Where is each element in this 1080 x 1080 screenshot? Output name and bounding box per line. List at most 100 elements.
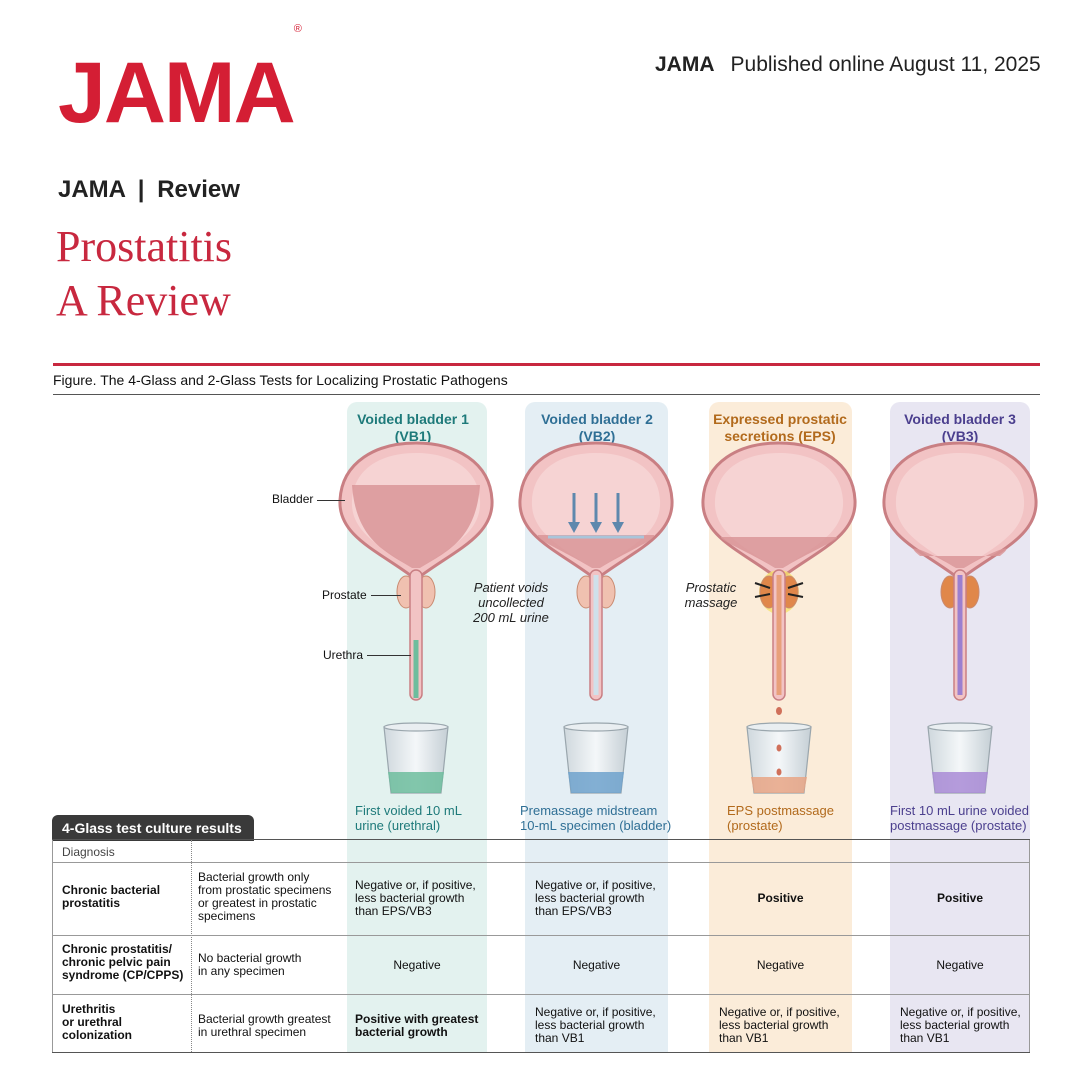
caption-line: First 10 mL urine voided (890, 803, 1029, 818)
cell-vb2: Negative (572, 958, 621, 972)
callout-line: uncollected (478, 595, 544, 610)
figure-caption: Figure. The 4-Glass and 2-Glass Tests fo… (53, 372, 508, 388)
cell-line: bacterial growth (355, 1025, 448, 1039)
caption-line: EPS postmassage (727, 803, 834, 818)
label-urethra: Urethra (323, 648, 364, 662)
massage-arrow (787, 593, 804, 598)
specimen-fluid (932, 772, 988, 793)
section-label: JAMA | Review (58, 176, 240, 204)
cell-line: than EPS/VB3 (355, 904, 432, 918)
callout-patient-voids: Patient voids uncollected 200 mL urine (456, 580, 566, 625)
cell-line: in urethral specimen (198, 1025, 307, 1039)
cell-line: syndrome (CP/CPPS) (62, 968, 184, 982)
article-title: Prostatitis A Review (56, 220, 232, 328)
cell-line: Negative or, if positive, (535, 878, 656, 892)
jama-logo: JAMA® (58, 24, 302, 136)
heading-line: Voided bladder 2 (541, 411, 653, 427)
cell-vb2: Negative or, if positive,less bacterial … (535, 1006, 656, 1045)
callout-line: massage (684, 595, 738, 610)
bladder-illustrations (338, 441, 1038, 794)
figure-caption-rule (53, 394, 1040, 395)
table-bottom-rule (52, 1052, 1030, 1053)
cell-line: than VB1 (900, 1031, 950, 1045)
bladder-urine (913, 548, 1007, 568)
callout-line: 200 mL urine (473, 610, 549, 625)
cell-line: Positive with greatest (355, 1012, 479, 1026)
leader-line-bladder (317, 500, 345, 501)
specimen-fluid (751, 777, 807, 793)
cell-line: than EPS/VB3 (535, 904, 612, 918)
cell-line: less bacterial growth (535, 891, 645, 905)
table-row-rule (52, 994, 1030, 995)
caption-line: First voided 10 mL (355, 803, 462, 818)
heading-line: (VB1) (394, 428, 432, 444)
specimen-fluid (568, 772, 624, 793)
downward-arrow-head (568, 522, 580, 533)
cell-eps: Negative (756, 958, 805, 972)
table-header-diagnosis: Diagnosis (62, 845, 115, 859)
massage-arrow (754, 582, 771, 589)
cell-line: Urethritis (62, 1002, 116, 1016)
cell-line: less bacterial growth (535, 1018, 645, 1032)
section-journal: JAMA (58, 176, 126, 203)
cell-line: colonization (62, 1028, 132, 1042)
cell-eps: Positive (757, 891, 804, 905)
article-title-subtitle: A Review (56, 276, 231, 325)
table-column-divider (191, 840, 192, 1052)
cup-rim (383, 722, 449, 732)
cell-line: Bacterial growth only (198, 870, 310, 884)
downward-arrow-head (590, 522, 602, 533)
cell-line: or urethral (62, 1015, 123, 1029)
drop-icon (776, 768, 782, 776)
cell-vb2: Negative or, if positive,less bacterial … (535, 879, 656, 918)
callout-line: Prostatic (685, 580, 737, 595)
callout-prostatic-massage: Prostatic massage (676, 580, 746, 610)
downward-arrow-head (612, 522, 624, 533)
caption-line: 10-mL specimen (bladder) (520, 818, 672, 833)
column-heading-vb1: Voided bladder 1(VB1) (338, 411, 488, 445)
bladder-urine (352, 485, 480, 568)
cell-line: Negative or, if positive, (719, 1005, 840, 1019)
heading-line: (VB3) (941, 428, 979, 444)
cup-rim (927, 722, 993, 732)
heading-line: secretions (EPS) (724, 428, 836, 444)
cell-line: Chronic bacterial (62, 883, 161, 897)
cell-line: or greatest in prostatic (198, 896, 317, 910)
cell-line: Negative or, if positive, (535, 1005, 656, 1019)
cell-vb1: Negative (393, 958, 441, 972)
specimen-fluid (388, 772, 444, 793)
publication-date: Published online August 11, 2025 (730, 53, 1041, 76)
cell-eps: Negative or, if positive,less bacterial … (719, 1006, 840, 1045)
table-header-rule (52, 862, 1030, 863)
heading-line: Expressed prostatic (713, 411, 847, 427)
journal-name: JAMA (655, 53, 715, 76)
article-title-main: Prostatitis (56, 222, 233, 271)
heading-line: (VB2) (578, 428, 616, 444)
urethra-fluid (957, 575, 963, 695)
cell-vb3: Negative or, if positive,less bacterial … (900, 1006, 1021, 1045)
heading-line: Voided bladder 1 (357, 411, 469, 427)
urethra-fluid (776, 575, 782, 695)
bladder-urine (537, 535, 655, 568)
caption-line: (prostate) (727, 818, 783, 833)
logo-text: JAMA (58, 45, 296, 141)
cup-rim (563, 722, 629, 732)
leader-line-urethra (367, 655, 411, 656)
bladder-lumen (895, 453, 1025, 568)
table-title: 4-Glass test culture results (52, 815, 254, 841)
cell-vb1: Negative or, if positive,less bacterial … (355, 879, 476, 918)
caption-line: urine (urethral) (355, 818, 441, 833)
drop-icon (776, 744, 782, 752)
specimen-caption-eps: EPS postmassage(prostate) (727, 803, 834, 833)
cell-vb3: Positive (936, 891, 984, 905)
urethra-fluid (413, 640, 419, 698)
cell-line: Negative or, if positive, (355, 878, 476, 892)
